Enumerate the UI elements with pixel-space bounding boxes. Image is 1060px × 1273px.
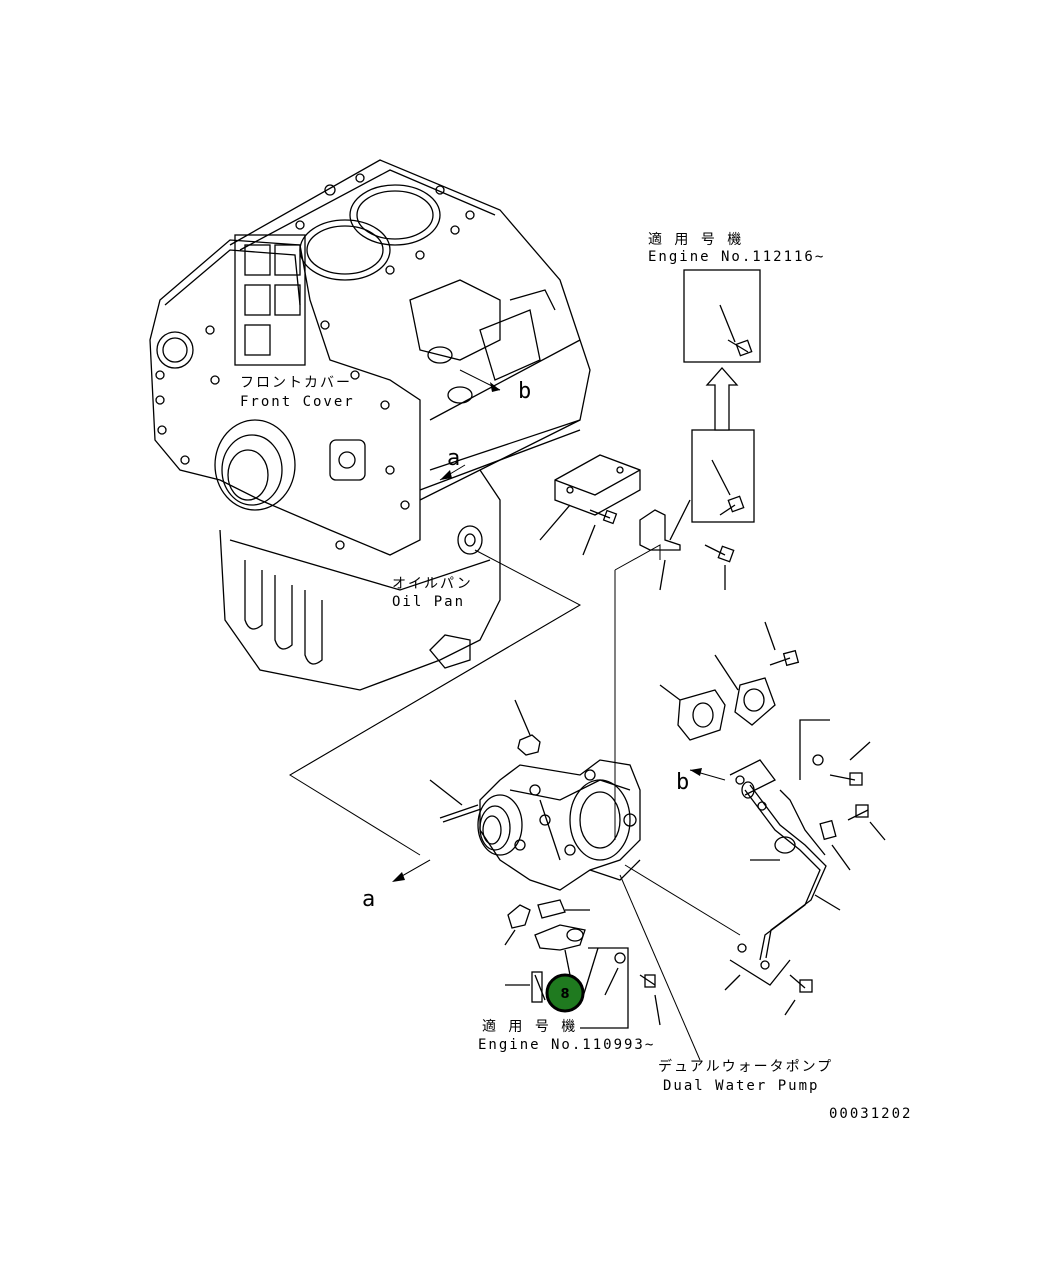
water-pump xyxy=(429,699,641,891)
pump-lower-fittings xyxy=(504,899,661,1029)
bracket-bolts xyxy=(582,509,735,591)
assembly-lines xyxy=(289,544,661,881)
gaskets xyxy=(659,621,800,741)
callout-8[interactable]: 8 xyxy=(545,973,585,1013)
front-cover-en: Front Cover xyxy=(240,394,355,410)
serial-top-jp: 適 用 号 機 xyxy=(648,231,743,248)
oil-pan-jp: オイルパン xyxy=(392,576,473,592)
callout-number[interactable]: 8 xyxy=(560,987,569,1002)
engine-block xyxy=(149,159,591,691)
ref-b-lower: b xyxy=(676,770,689,795)
variant-box-top xyxy=(669,269,761,541)
ref-a-upper: a xyxy=(447,446,460,471)
serial-top-en: Engine No.112116~ xyxy=(648,249,825,265)
mounting-bracket xyxy=(539,454,681,551)
drawing-number: 00031202 xyxy=(829,1106,912,1122)
leader-lines xyxy=(619,864,741,1061)
oil-pan-en: Oil Pan xyxy=(392,594,465,610)
water-pump-jp: デュアルウォータポンプ xyxy=(658,1058,833,1075)
callout-marker[interactable] xyxy=(545,973,585,1013)
pump-ref-arrow-a xyxy=(392,859,431,882)
serial-bottom-en: Engine No.110993~ xyxy=(478,1037,655,1053)
ref-a-lower: a xyxy=(362,887,375,912)
front-cover-jp: フロントカバー xyxy=(240,375,352,391)
water-pump-en: Dual Water Pump xyxy=(663,1078,819,1094)
engine-ref-arrows xyxy=(439,369,501,481)
serial-bottom-jp: 適 用 号 機 xyxy=(482,1018,577,1035)
pump-ref-arrow-b xyxy=(689,768,726,781)
ref-b-upper: b xyxy=(518,379,531,404)
water-pipe xyxy=(724,719,886,1016)
